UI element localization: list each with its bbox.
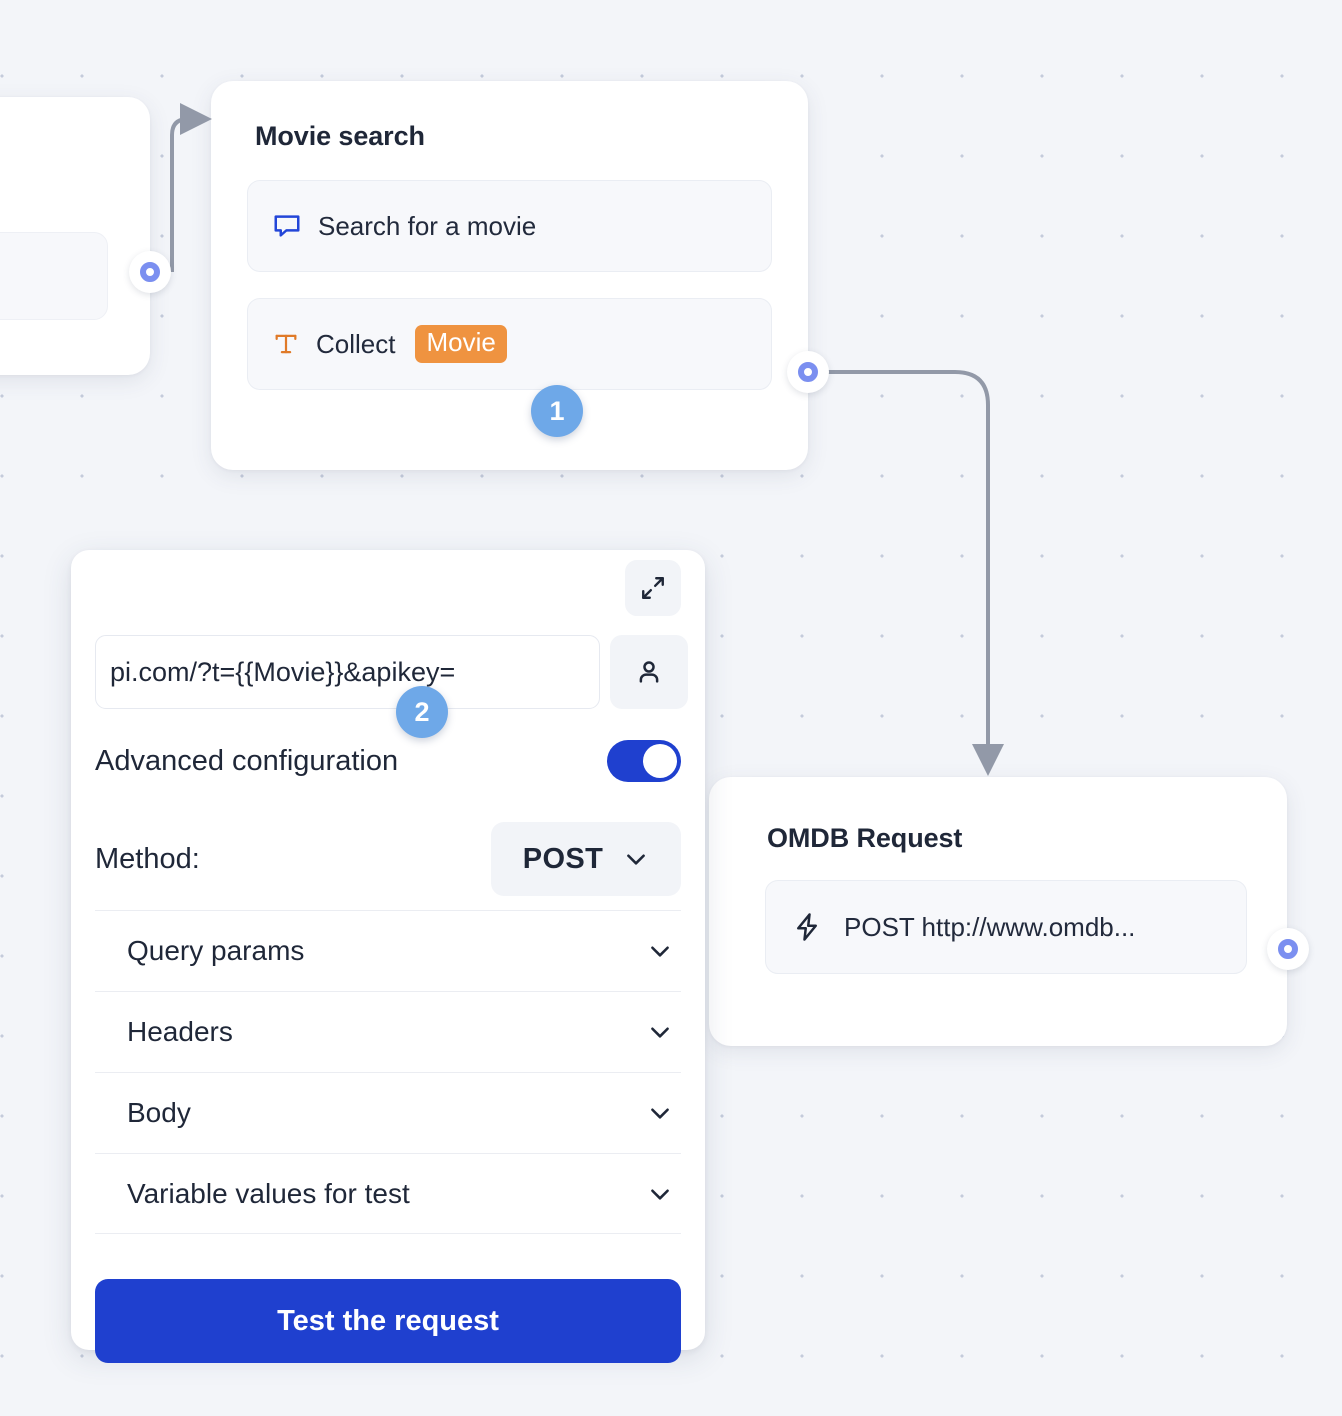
accordion-variable-values-for-test[interactable]: Variable values for test [95,1153,681,1234]
url-row [95,635,688,709]
node-row-post-request[interactable]: POST http://www.omdb... [765,880,1247,974]
lightning-bolt-icon [792,912,822,942]
chevron-down-icon [647,1100,673,1126]
chevron-down-icon [623,846,649,872]
accordion-query-params[interactable]: Query params [95,910,681,991]
request-config-panel[interactable]: Advanced configuration Method: POST Quer… [71,550,705,1363]
node-movie-search[interactable]: Movie search Search for a movie Collect [211,81,808,470]
method-selected-value: POST [522,842,604,875]
node-omdb-request-title: OMDB Request [767,823,963,853]
step-badge-2: 2 [396,686,448,738]
node-omdb-request[interactable]: OMDB Request POST http://www.omdb... [709,777,1287,1046]
select-credentials-button[interactable] [610,635,688,709]
accordion-body[interactable]: Body [95,1072,681,1153]
advanced-configuration-row: Advanced configuration [95,740,681,782]
port-previous-node-output[interactable] [129,251,171,293]
step-badge-1: 1 [531,385,583,437]
chevron-down-icon [647,1181,673,1207]
toggle-knob [643,744,677,778]
variable-tag-movie[interactable]: Movie [415,325,507,363]
method-select[interactable]: POST [491,822,681,896]
expand-panel-button[interactable] [625,560,681,616]
test-the-request-button[interactable]: Test the request [95,1279,681,1363]
node-row-label: Collect [316,328,396,359]
method-label: Method: [95,842,200,875]
accordion-list: Query params Headers Body Variable value… [95,910,681,1234]
port-movie-search-output[interactable] [787,351,829,393]
previous-node-row[interactable] [0,232,108,320]
accordion-label: Headers [127,1016,233,1047]
node-row-label: Search for a movie [318,210,537,241]
person-icon [634,657,664,687]
chevron-down-icon [647,1019,673,1045]
advanced-configuration-toggle[interactable] [607,740,681,782]
accordion-label: Query params [127,935,305,966]
method-row: Method: POST [95,822,681,896]
request-url-input[interactable] [95,635,600,709]
accordion-label: Variable values for test [127,1177,410,1209]
node-row-label: POST http://www.omdb... [844,911,1136,942]
node-movie-search-title: Movie search [255,121,425,151]
chevron-down-icon [647,938,673,964]
chat-bubble-icon [272,211,302,241]
expand-diagonal-icon [640,575,666,601]
text-t-icon [272,330,300,358]
edge-movie-to-omdb [812,370,1004,776]
previous-node-card[interactable] [0,97,150,375]
port-omdb-request-output[interactable] [1267,928,1309,970]
accordion-headers[interactable]: Headers [95,991,681,1072]
node-row-search-for-a-movie[interactable]: Search for a movie [247,180,772,272]
edge-prev-to-movie [170,103,212,272]
node-row-collect-movie[interactable]: Collect Movie [247,298,772,390]
advanced-configuration-label: Advanced configuration [95,744,399,777]
accordion-label: Body [127,1097,191,1128]
